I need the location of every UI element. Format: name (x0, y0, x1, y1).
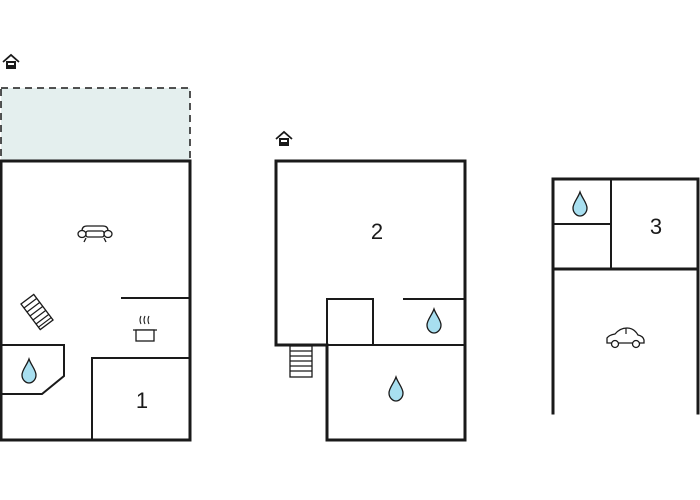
stairs-icon (20, 293, 54, 331)
floor-1-outline (0, 159, 192, 442)
bedroom-wall (91, 357, 190, 440)
room-label: 1 (136, 388, 148, 413)
terrace-area (0, 87, 191, 162)
floor-1: 1 (0, 54, 192, 442)
room-label: 3 (650, 214, 662, 239)
water-drop-icon (21, 358, 37, 384)
car-icon (606, 327, 645, 349)
water-drop-icon (426, 308, 442, 334)
room-label: 2 (371, 219, 383, 244)
water-drop-icon (572, 191, 588, 217)
house-entrance-icon (275, 131, 293, 147)
sofa-icon (77, 225, 113, 243)
bathroom-wall (1, 344, 65, 395)
floor-3: 3 (551, 177, 700, 415)
stairs-icon (289, 345, 313, 378)
floor-3-outline (551, 177, 700, 415)
closet-wall (326, 298, 374, 345)
floor-2-outline (274, 159, 467, 442)
floor-2: 2 (274, 131, 467, 442)
house-entrance-icon (2, 54, 20, 70)
water-drop-icon (388, 376, 404, 402)
cooking-pot-icon (133, 315, 157, 342)
